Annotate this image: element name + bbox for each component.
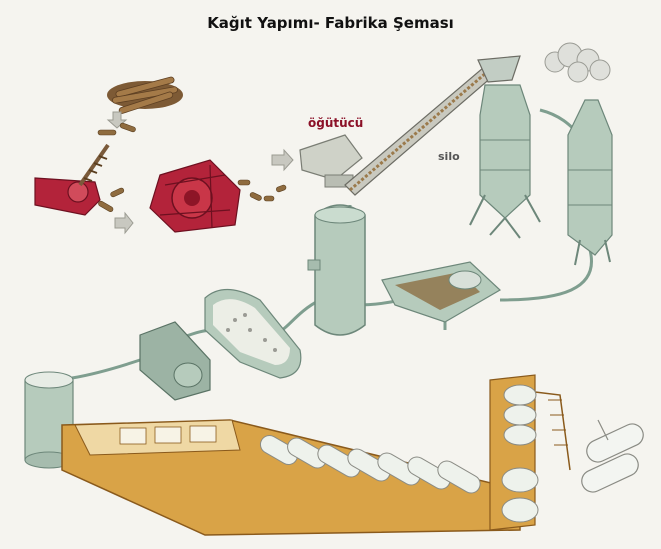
beater-tank-icon bbox=[204, 288, 302, 379]
digester-tank-icon bbox=[307, 204, 366, 336]
silo-label: silo bbox=[438, 150, 460, 163]
washer-icon bbox=[381, 261, 501, 323]
drying-cylinders-icon bbox=[259, 435, 481, 494]
silo-icon bbox=[469, 84, 541, 239]
diagram-title: Kağıt Yapımı- Fabrika Şeması bbox=[207, 14, 454, 32]
grinder-label: öğütücü bbox=[308, 116, 364, 130]
arrow-icon bbox=[106, 111, 294, 235]
log-pile-icon bbox=[107, 76, 183, 114]
chipper-machine-icon bbox=[149, 159, 241, 233]
conveyor-icon bbox=[344, 55, 521, 196]
press-rollers-icon bbox=[501, 384, 539, 523]
debarker-machine-icon bbox=[34, 143, 110, 216]
falling-logs bbox=[97, 122, 287, 212]
tall-silo-icon bbox=[544, 42, 613, 266]
paper-roll-icon bbox=[581, 419, 644, 493]
refiner-icon bbox=[139, 321, 211, 401]
